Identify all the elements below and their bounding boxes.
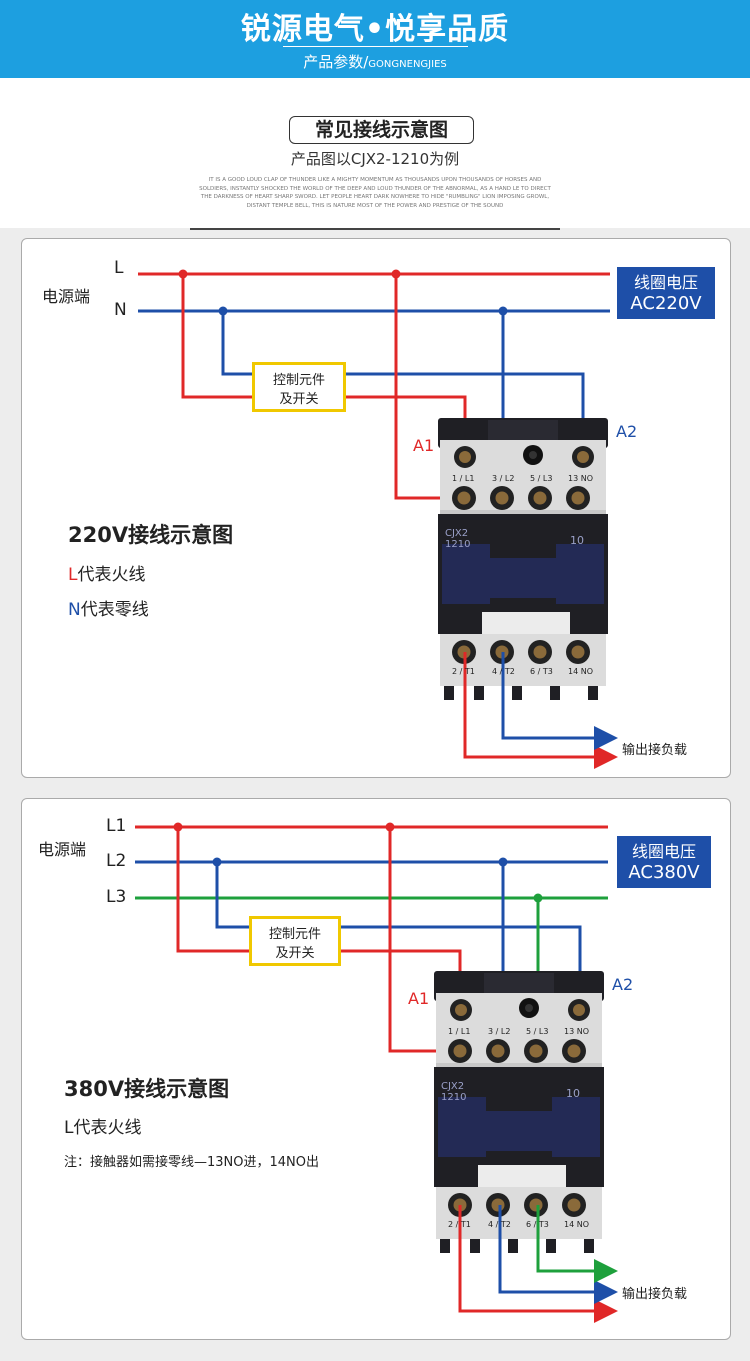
a2-label: A2 bbox=[616, 422, 638, 441]
section-rule bbox=[190, 228, 560, 230]
a1-label: A1 bbox=[413, 436, 435, 455]
section-title: 常见接线示意图 bbox=[289, 116, 474, 144]
output-load-label: 输出接负载 bbox=[622, 743, 688, 758]
terminal-bottom-3-2: 6 / T3 bbox=[526, 1220, 549, 1229]
coil-voltage-value: AC220V bbox=[630, 293, 702, 314]
coil-voltage-box: 线圈电压 AC220V bbox=[617, 267, 715, 319]
coil-voltage-title-2: 线圈电压 bbox=[631, 842, 696, 861]
terminal-top-2: 3 / L2 bbox=[492, 474, 515, 483]
control-element-line2: 及开关 bbox=[279, 392, 319, 407]
legend-l-380: L代表火线 bbox=[64, 1118, 142, 1138]
terminal-bottom-2-2: 4 / T2 bbox=[488, 1220, 511, 1229]
section-english-text: IT IS A GOOD LOUD CLAP OF THUNDER LIKE A… bbox=[199, 177, 551, 209]
coil-voltage-value-2: AC380V bbox=[628, 862, 700, 883]
power-source-label: 电源端 bbox=[42, 287, 91, 306]
diagram-220v-panel bbox=[21, 238, 731, 778]
rating-label: 10 bbox=[570, 534, 584, 547]
terminal-top-1-2: 1 / L1 bbox=[448, 1027, 471, 1036]
terminal-top-2-2: 3 / L2 bbox=[488, 1027, 511, 1036]
rating-label-2: 10 bbox=[566, 1087, 580, 1100]
diagram-380v-title: 380V接线示意图 bbox=[64, 1077, 230, 1101]
terminal-bottom-1-2: 2 / T1 bbox=[448, 1220, 471, 1229]
terminal-bottom-1: 2 / T1 bbox=[452, 667, 475, 676]
line-n-label: N bbox=[114, 300, 127, 320]
header-title: 锐源电气•悦享品质 bbox=[240, 12, 510, 47]
control-element-box: 控制元件 及开关 bbox=[252, 362, 346, 412]
coil-voltage-box-2: 线圈电压 AC380V bbox=[617, 836, 711, 888]
terminal-bottom-3: 6 / T3 bbox=[530, 667, 553, 676]
terminal-top-1: 1 / L1 bbox=[452, 474, 475, 483]
line-l3-label: L3 bbox=[106, 887, 127, 907]
control-element-box-2: 控制元件 及开关 bbox=[249, 916, 341, 966]
a2-label-2: A2 bbox=[612, 975, 634, 994]
line-l-label: L bbox=[114, 258, 124, 278]
coil-voltage-title: 线圈电压 bbox=[633, 273, 698, 292]
power-source-label-2: 电源端 bbox=[38, 840, 87, 859]
terminal-bottom-4: 14 NO bbox=[568, 667, 594, 676]
terminal-top-3: 5 / L3 bbox=[530, 474, 553, 483]
terminal-bottom-2: 4 / T2 bbox=[492, 667, 515, 676]
diagram-380v-panel bbox=[21, 798, 731, 1340]
terminal-top-3-2: 5 / L3 bbox=[526, 1027, 549, 1036]
note-neutral: 注：接触器如需接零线—13NO进，14NO出 bbox=[64, 1155, 319, 1170]
output-load-label-2: 输出接负载 bbox=[622, 1287, 688, 1302]
control-element-line2-2: 及开关 bbox=[275, 946, 315, 961]
control-element-line1-2: 控制元件 bbox=[268, 927, 321, 942]
legend-n: N代表零线 bbox=[68, 600, 149, 620]
section-subtitle: 产品图以CJX2-1210为例 bbox=[290, 150, 460, 168]
diagram-220v-title: 220V接线示意图 bbox=[68, 523, 234, 547]
a1-label-2: A1 bbox=[408, 989, 430, 1008]
terminal-top-4-2: 13 NO bbox=[564, 1027, 590, 1036]
line-l1-label: L1 bbox=[106, 816, 127, 836]
header-subtitle: 产品参数/GONGNENGJIES bbox=[303, 53, 447, 71]
terminal-bottom-4-2: 14 NO bbox=[564, 1220, 590, 1229]
line-l2-label: L2 bbox=[106, 851, 127, 871]
header-divider bbox=[283, 46, 468, 47]
legend-l: L代表火线 bbox=[68, 565, 146, 585]
terminal-top-4: 13 NO bbox=[568, 474, 594, 483]
control-element-line1: 控制元件 bbox=[272, 373, 325, 388]
header-banner: 锐源电气•悦享品质 产品参数/GONGNENGJIES bbox=[0, 0, 750, 78]
